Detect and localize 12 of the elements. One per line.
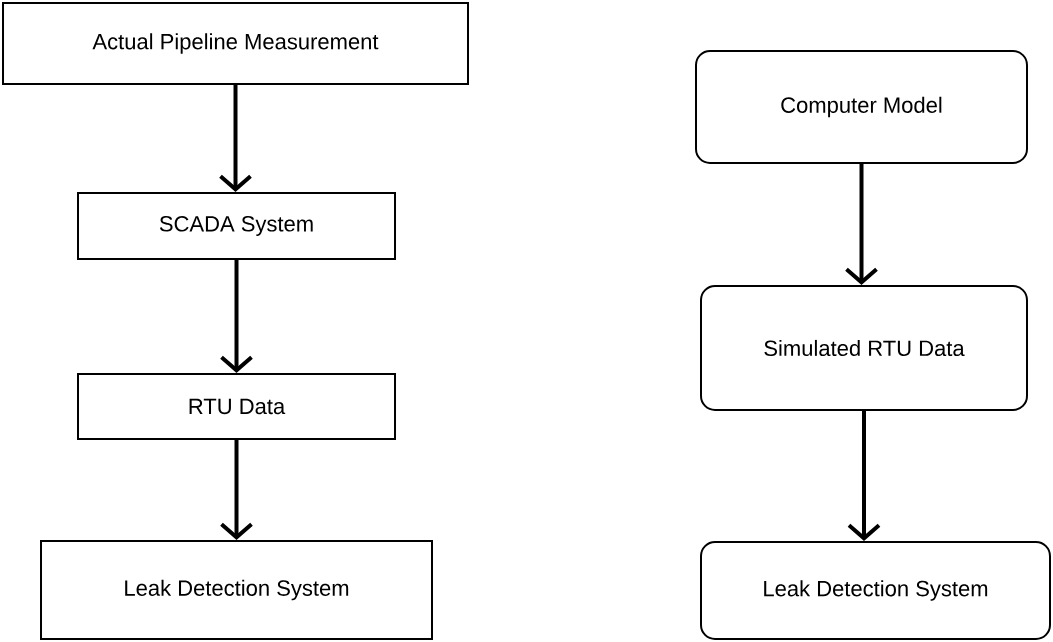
process-box: Actual Pipeline Measurement	[2, 2, 469, 85]
arrow	[847, 411, 881, 541]
rounded-box: Leak Detection System	[700, 541, 1051, 640]
arrow	[220, 440, 253, 540]
arrow	[845, 164, 878, 285]
process-box: Leak Detection System	[40, 540, 433, 640]
arrow	[220, 260, 253, 373]
rounded-box: Simulated RTU Data	[700, 285, 1028, 411]
process-box: SCADA System	[77, 192, 396, 260]
process-box: RTU Data	[77, 373, 396, 440]
rounded-box: Computer Model	[695, 50, 1028, 164]
arrow	[219, 85, 252, 192]
